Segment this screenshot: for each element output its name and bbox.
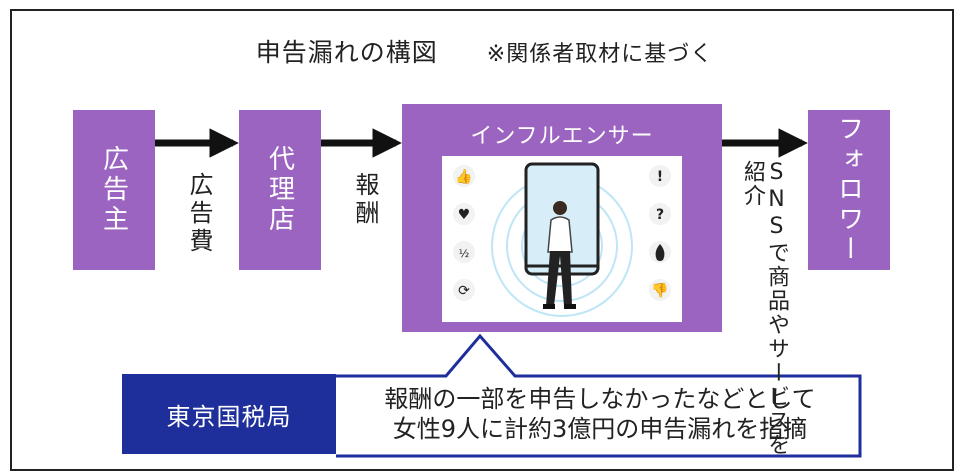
question-icon: ? [649, 203, 671, 225]
node-follower: フォロワー [808, 110, 890, 270]
svg-text:½: ½ [459, 247, 470, 260]
refresh-icon: ⟳ [453, 279, 475, 301]
svg-text:?: ? [656, 207, 664, 223]
diagram-title: 申告漏れの構図 ※関係者取材に基づく [0, 33, 969, 69]
woman-illustration [543, 201, 576, 309]
heart-icon: ♥ [453, 203, 475, 225]
edge-label-reward: 報酬 [351, 172, 379, 228]
thumbs-down-icon: 👎 [649, 279, 671, 301]
title-note: ※関係者取材に基づく [486, 42, 714, 67]
node-follower-label: フォロワー [833, 115, 864, 265]
tax-bureau-label: 東京国税局 [166, 402, 292, 431]
callout-line-2: 女性9人に計約3億円の申告漏れを指摘 [392, 415, 808, 443]
callout-text: 報酬の一部を申告しなかったなどとして 女性9人に計約3億円の申告漏れを指摘 [340, 384, 860, 444]
thumbs-up-icon: 👍 [453, 165, 475, 187]
fire-icon [649, 241, 671, 263]
svg-text:👎: 👎 [651, 282, 668, 299]
node-influencer: インフルエンサー 👍 ♥ ½ [402, 104, 722, 332]
tax-bureau-box: 東京国税局 [122, 374, 336, 454]
callout-bubble [336, 333, 862, 458]
svg-text:!: ! [657, 169, 663, 185]
influencer-illustration: 👍 ♥ ½ ⟳ ! ? 👎 [442, 156, 682, 322]
node-influencer-label: インフルエンサー [470, 124, 654, 149]
svg-text:♥: ♥ [458, 207, 471, 223]
sparkle-icon: ½ [453, 241, 475, 263]
exclamation-icon: ! [649, 165, 671, 187]
svg-text:👍: 👍 [455, 168, 472, 185]
node-agency: 代理店 [239, 110, 321, 270]
node-advertiser-label: 広告主 [98, 145, 129, 235]
edge-label-sns-intro: SNSで商品やサービスを紹介 [740, 160, 789, 457]
edge-label-ad-fee: 広告費 [185, 172, 213, 256]
title-main: 申告漏れの構図 [255, 38, 438, 67]
node-agency-label: 代理店 [264, 145, 295, 235]
node-advertiser: 広告主 [73, 110, 155, 270]
svg-text:⟳: ⟳ [458, 283, 470, 299]
callout-line-1: 報酬の一部を申告しなかったなどとして [384, 385, 816, 413]
